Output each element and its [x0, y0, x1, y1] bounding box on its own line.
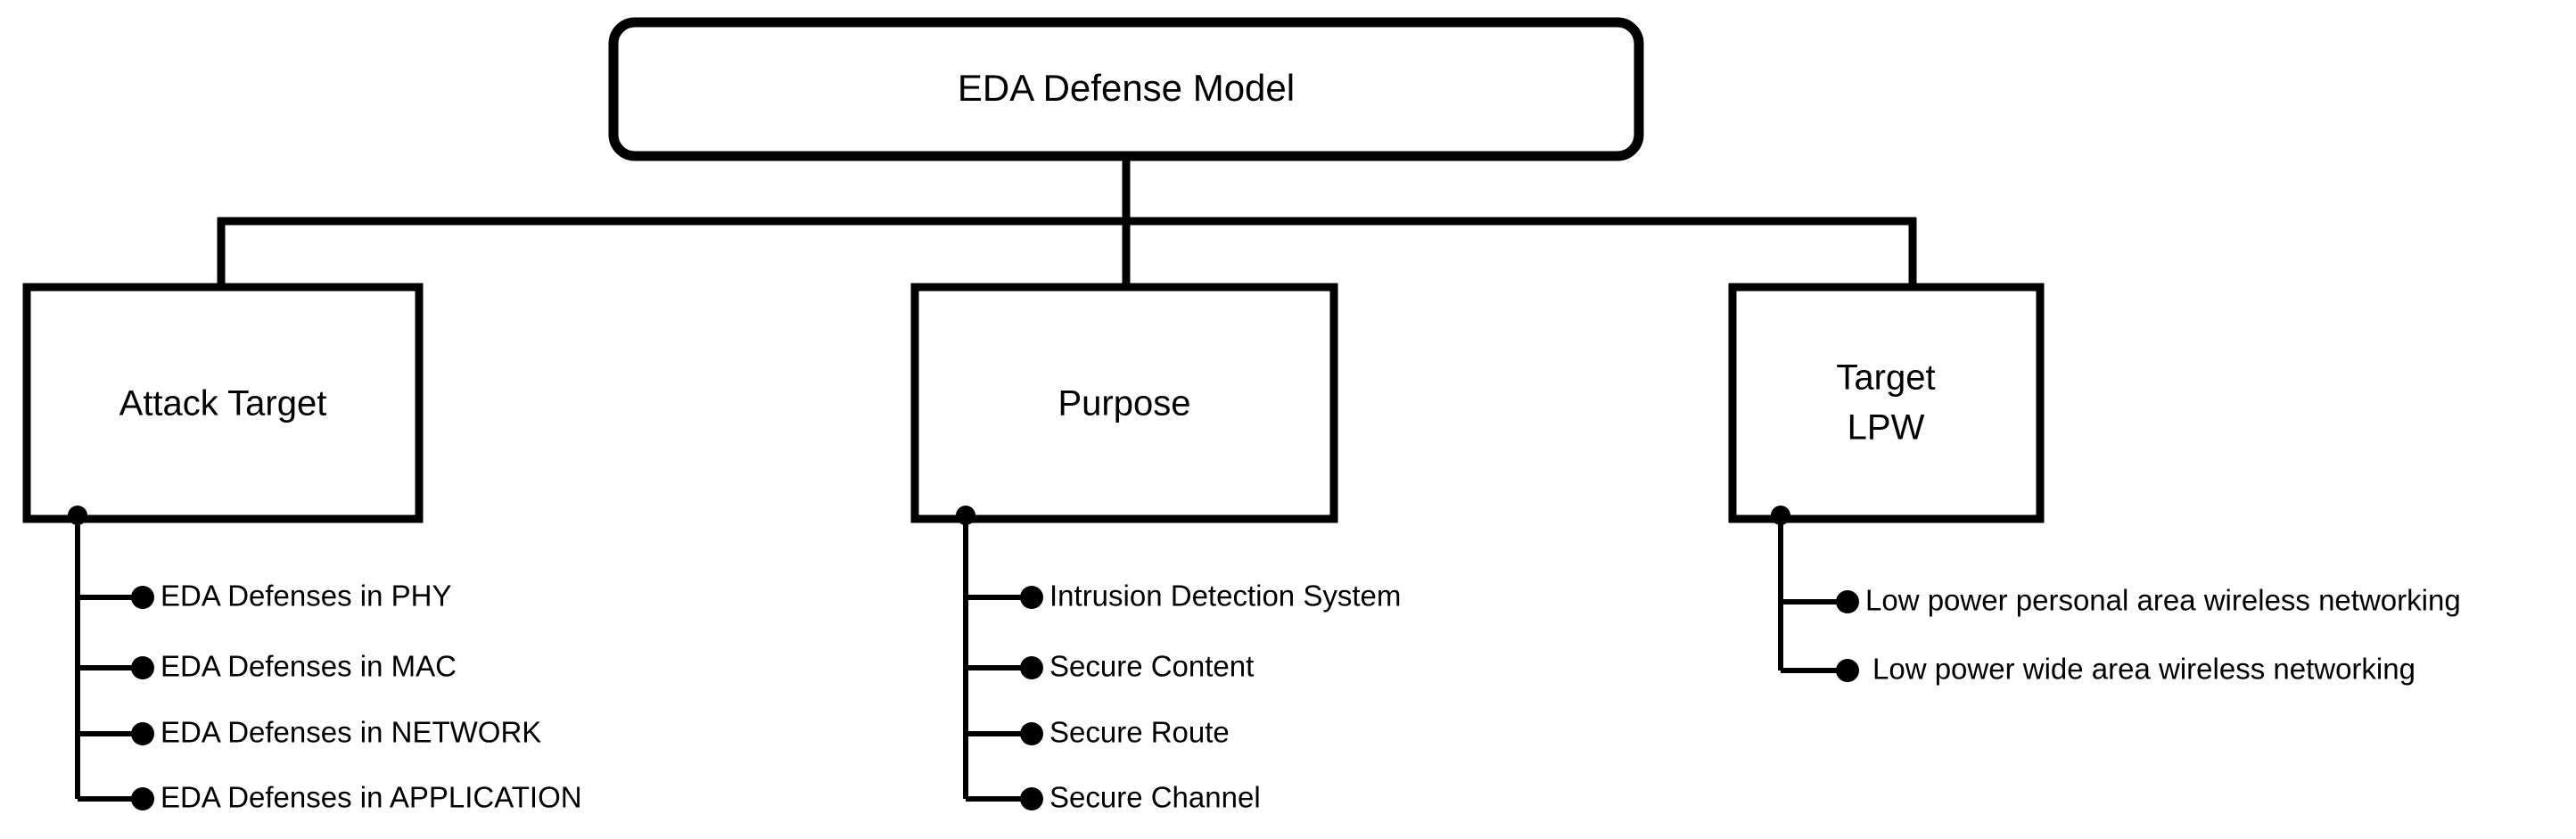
leaf-label: Low power personal area wireless network… — [1865, 584, 2461, 617]
bullet-icon — [1020, 722, 1043, 745]
attack-target-leaf-connectors — [68, 506, 141, 802]
bullet-icon — [131, 787, 154, 810]
target-lpw-title-line-1: Target — [1836, 358, 1935, 398]
bullet-icon — [131, 586, 154, 609]
bullet-icon — [1020, 656, 1043, 679]
bullet-icon — [131, 656, 154, 679]
node-target-lpw[interactable]: Target LPW — [1728, 283, 2045, 523]
purpose-leaf-2[interactable]: Secure Content — [1020, 650, 1254, 683]
node-purpose[interactable]: Purpose — [910, 283, 1338, 523]
bullet-icon — [131, 722, 154, 745]
target-lpw-leaf-connectors — [1771, 506, 1846, 673]
leaf-label: EDA Defenses in PHY — [160, 580, 452, 613]
bullet-icon — [1020, 787, 1043, 810]
purpose-leaf-connectors — [956, 506, 1030, 802]
leaf-label: Secure Route — [1049, 716, 1230, 749]
attack-target-title-label: Attack Target — [119, 384, 327, 424]
purpose-title-label: Purpose — [1058, 384, 1191, 424]
leaf-label: Low power wide area wireless networking — [1872, 653, 2416, 686]
leaf-label: EDA Defenses in APPLICATION — [160, 781, 582, 814]
node-root[interactable]: EDA Defense Model — [608, 17, 1644, 161]
purpose-leaf-1[interactable]: Intrusion Detection System — [1020, 580, 1401, 613]
attack-target-leaf-2[interactable]: EDA Defenses in MAC — [131, 650, 457, 683]
attack-target-leaf-1[interactable]: EDA Defenses in PHY — [131, 580, 452, 613]
purpose-leaf-4[interactable]: Secure Channel — [1020, 781, 1261, 814]
target-lpw-box-shape — [1728, 283, 2045, 523]
root-title-label: EDA Defense Model — [958, 67, 1295, 109]
bullet-icon — [1020, 586, 1043, 609]
leaf-label: EDA Defenses in MAC — [160, 650, 457, 683]
root-connector-group — [217, 156, 1917, 287]
purpose-box-shape — [910, 283, 1338, 523]
attack-target-leaf-4[interactable]: EDA Defenses in APPLICATION — [131, 781, 582, 814]
target-lpw-leaf-1[interactable]: Low power personal area wireless network… — [1836, 584, 2461, 617]
purpose-leaf-3[interactable]: Secure Route — [1020, 716, 1230, 749]
target-lpw-leaf-2[interactable]: Low power wide area wireless networking — [1836, 653, 2416, 686]
bullet-icon — [1836, 659, 1859, 682]
attack-target-box-shape — [22, 283, 424, 523]
attack-target-leaf-3[interactable]: EDA Defenses in NETWORK — [131, 716, 541, 749]
target-lpw-title-line-2: LPW — [1848, 408, 1925, 448]
leaf-label: Secure Channel — [1049, 781, 1261, 814]
leaf-label: Secure Content — [1049, 650, 1254, 683]
node-attack-target[interactable]: Attack Target — [22, 283, 424, 523]
leaf-label: Intrusion Detection System — [1049, 580, 1401, 613]
bullet-icon — [1836, 590, 1859, 613]
leaf-label: EDA Defenses in NETWORK — [160, 716, 541, 749]
